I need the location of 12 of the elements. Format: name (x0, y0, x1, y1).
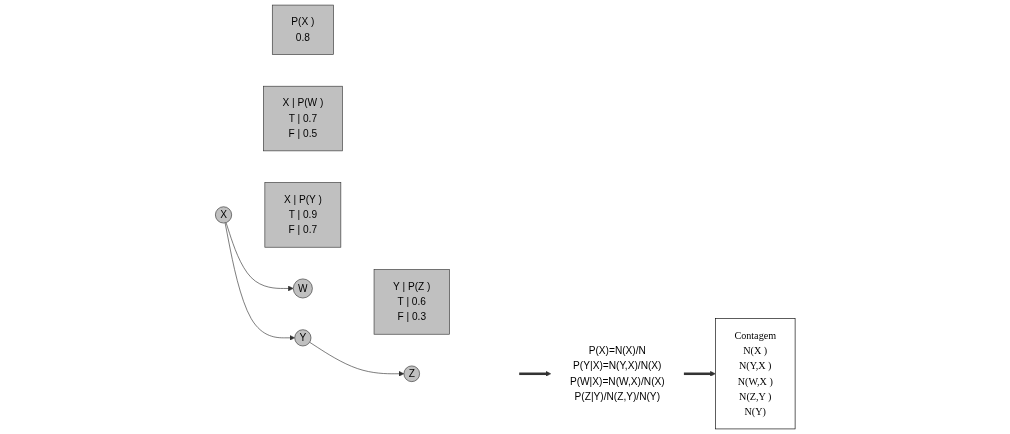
node-box: X | P(W ) T | 0.7 F | 0.5 (262, 85, 343, 152)
node-circle: Y (294, 329, 312, 347)
node-box: Contagem N(X ) N(Y,X ) N(W,X ) N(Z,Y ) N(Y) (714, 318, 796, 430)
node-text: P(X)=N(X)/N P(Y|X)=N(Y,X)/N(X) P(W|X)=N(W,X)/N(X) P(Z|Y)/N(Z,Y)/N(Y) (569, 345, 665, 402)
node-circle: W (292, 278, 313, 299)
node-circle: Z (403, 365, 420, 382)
arrow (518, 371, 551, 377)
node-circle: X (214, 206, 232, 224)
node-box: P(X ) 0.8 (271, 4, 334, 55)
node-box: X | P(Y ) T | 0.9 F | 0.7 (264, 182, 341, 248)
arrow (683, 371, 716, 377)
node-box: Y | P(Z ) T | 0.6 F | 0.3 (373, 269, 450, 335)
